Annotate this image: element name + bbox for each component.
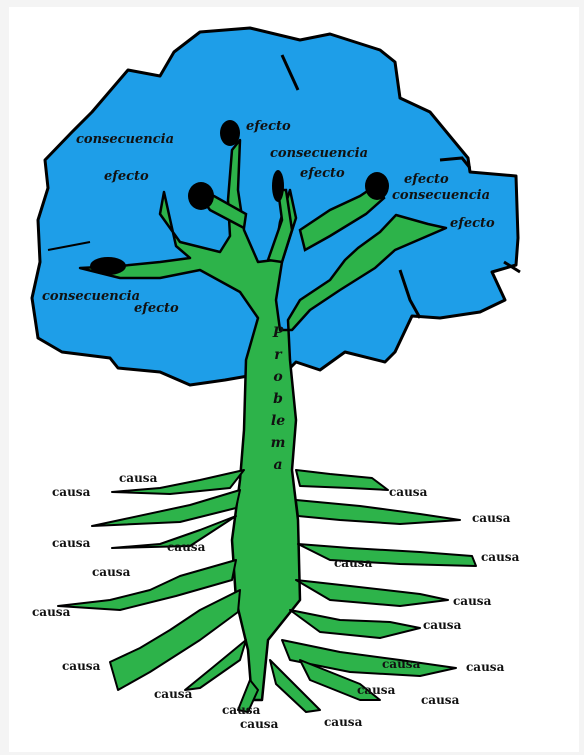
- causa-label: causa: [334, 557, 372, 569]
- branch-knob: [90, 257, 126, 275]
- efecto-label: efecto: [246, 120, 291, 133]
- trunk-letter: o: [268, 366, 288, 388]
- trunk-letter: P: [268, 322, 288, 344]
- consecuencia-label: consecuencia: [392, 189, 490, 202]
- branch-knob: [220, 120, 240, 146]
- trunk-letter: le: [268, 410, 288, 432]
- efecto-label: efecto: [134, 302, 179, 315]
- causa-label: causa: [240, 718, 278, 730]
- consecuencia-label: consecuencia: [42, 290, 140, 303]
- trunk-letter: m: [268, 432, 288, 454]
- trunk-letter: r: [268, 344, 288, 366]
- causa-label: causa: [481, 551, 519, 563]
- causa-label: causa: [357, 684, 395, 696]
- causa-label: causa: [421, 694, 459, 706]
- causa-label: causa: [52, 537, 90, 549]
- efecto-label: efecto: [104, 170, 149, 183]
- causa-label: causa: [382, 658, 420, 670]
- causa-label: causa: [62, 660, 100, 672]
- causa-label: causa: [453, 595, 491, 607]
- problem-trunk-label: P r o b le m a: [268, 322, 288, 476]
- efecto-label: efecto: [404, 173, 449, 186]
- causa-label: causa: [32, 606, 70, 618]
- branch-knob: [365, 172, 389, 200]
- causa-label: causa: [92, 566, 130, 578]
- efecto-label: efecto: [300, 167, 345, 180]
- causa-label: causa: [466, 661, 504, 673]
- causa-label: causa: [222, 704, 260, 716]
- trunk-letter: a: [268, 454, 288, 476]
- causa-label: causa: [324, 716, 362, 728]
- causa-label: causa: [119, 472, 157, 484]
- trunk-letter: b: [268, 388, 288, 410]
- causa-label: causa: [472, 512, 510, 524]
- causa-label: causa: [167, 541, 205, 553]
- efecto-label: efecto: [450, 217, 495, 230]
- causa-label: causa: [52, 486, 90, 498]
- causa-label: causa: [423, 619, 461, 631]
- causa-label: causa: [389, 486, 427, 498]
- branch-knob: [188, 182, 214, 210]
- consecuencia-label: consecuencia: [76, 133, 174, 146]
- causa-label: causa: [154, 688, 192, 700]
- consecuencia-label: consecuencia: [270, 147, 368, 160]
- branch-knob: [272, 170, 284, 202]
